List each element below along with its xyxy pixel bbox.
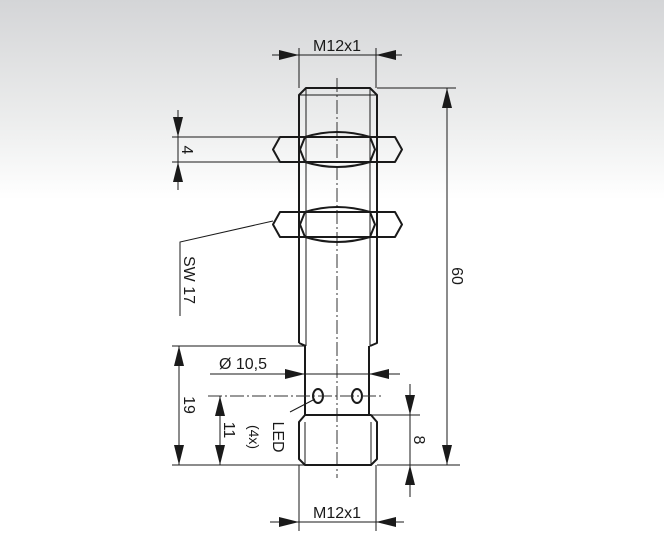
led-label: LED	[269, 421, 286, 452]
length-11-label: 11	[220, 422, 237, 439]
wrench-size-label: SW 17	[180, 256, 197, 304]
nut-lower	[272, 206, 403, 243]
led-count-label: (4x)	[246, 425, 262, 449]
overall-length-label: 60	[448, 267, 465, 285]
diameter-label: Ø 10,5	[219, 356, 267, 373]
nut-upper	[272, 131, 403, 168]
dim-wrench-size: SW 17	[179, 220, 274, 316]
dim-diameter: Ø 10,5	[210, 356, 400, 379]
dim-length-8: 8	[371, 384, 427, 497]
dim-length-11: 11	[215, 396, 237, 465]
length-8-label: 8	[410, 436, 427, 445]
sensor-body	[298, 87, 378, 466]
top-thread-label: M12x1	[313, 38, 361, 55]
dim-top-thread: M12x1	[272, 38, 402, 88]
dim-bottom-thread: M12x1	[270, 465, 404, 531]
led-leader	[289, 398, 316, 413]
length-19-label: 19	[180, 396, 197, 414]
bottom-thread-label: M12x1	[313, 505, 361, 522]
dim-nut-thickness: 4	[172, 110, 280, 190]
dim-length-19: 19	[172, 345, 305, 466]
dim-overall-length: 60	[377, 87, 465, 466]
nut-thickness-label: 4	[178, 146, 195, 155]
